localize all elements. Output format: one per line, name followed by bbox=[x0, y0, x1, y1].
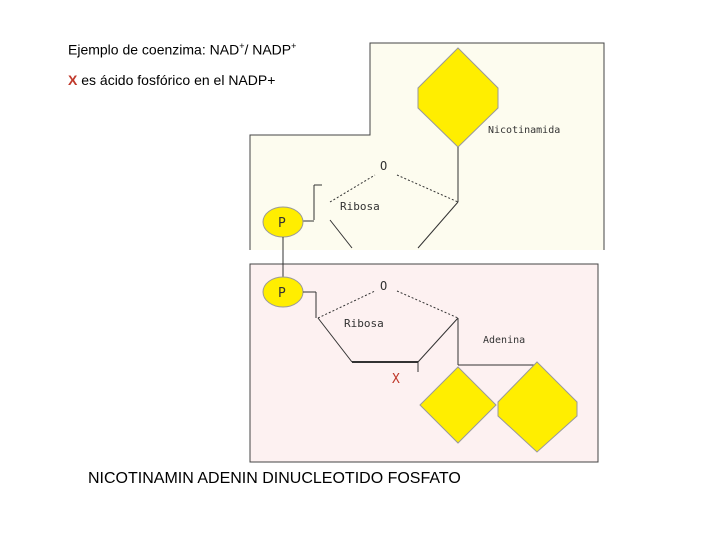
subtitle: X es ácido fosfórico en el NADP+ bbox=[68, 72, 275, 88]
bottom-phosphate-label: P bbox=[278, 286, 286, 301]
adenine-label: Adenina bbox=[483, 335, 525, 346]
top-ribose-label: Ribosa bbox=[340, 200, 380, 213]
subtitle-text: es ácido fosfórico en el NADP+ bbox=[77, 72, 276, 88]
x-label: X bbox=[392, 372, 400, 387]
page-title: Ejemplo de coenzima: NAD+/ NADP+ bbox=[68, 41, 296, 58]
top-panel bbox=[249, 42, 605, 250]
bottom-ribose-edge-3 bbox=[317, 317, 353, 363]
bottom-ribose-edge-5 bbox=[417, 317, 459, 363]
title-superscript-1: + bbox=[239, 41, 245, 51]
top-ribose-edge-1 bbox=[329, 174, 376, 203]
title-text: Ejemplo de coenzima: NAD bbox=[68, 41, 240, 58]
top-ribose-edge-4 bbox=[329, 219, 353, 249]
adenine-ring-1 bbox=[419, 366, 497, 444]
title-superscript-2: + bbox=[291, 41, 297, 51]
top-phosphate-label: P bbox=[278, 216, 286, 231]
nicotinamide-label: Nicotinamida bbox=[488, 125, 560, 136]
caption: NICOTINAMIN ADENIN DINUCLEOTIDO FOSFATO bbox=[88, 470, 461, 487]
top-ribose-edge-3 bbox=[417, 201, 459, 249]
top-ribose-edge-2 bbox=[396, 174, 459, 203]
top-oxygen-label: O bbox=[380, 159, 387, 173]
bottom-ribose-edge-2 bbox=[396, 290, 459, 319]
adenine-ring-2 bbox=[497, 361, 578, 453]
bottom-ribose-edge-1 bbox=[317, 290, 376, 319]
title-mid: / NADP bbox=[244, 41, 292, 58]
bottom-oxygen-label: O bbox=[380, 279, 387, 293]
subtitle-x: X bbox=[68, 72, 78, 88]
bottom-ribose-label: Ribosa bbox=[344, 317, 384, 330]
